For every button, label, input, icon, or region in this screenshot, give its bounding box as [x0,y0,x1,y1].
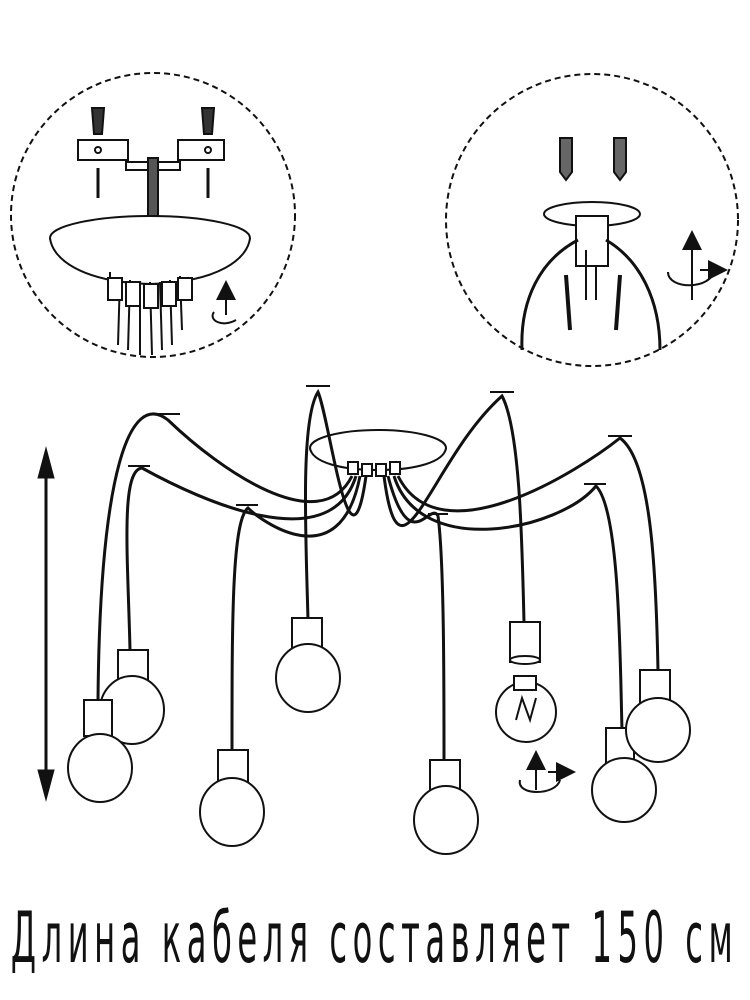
bulb [626,670,690,762]
double-arrow-vertical [38,448,54,800]
bulb-detached [496,676,556,742]
cable-length-caption: Длина кабеля составляет 150 см [0,888,750,988]
bulb [68,700,132,802]
bulb-socket-empty [510,622,540,664]
rotate-screw-icon [213,280,236,323]
wall-plug-icon [614,138,626,180]
screw-icon [92,108,104,134]
bulb [414,760,478,854]
right-mount-inset [446,74,738,366]
ceiling-hooks [128,386,632,514]
screw-icon [202,108,214,134]
screw-icon [566,275,570,330]
rotate-screw-icon [668,230,728,300]
bulb [276,618,340,712]
left-mount-inset [11,73,295,357]
bulb [200,750,264,846]
caption-text: Длина кабеля составляет 150 см [11,897,739,979]
rotate-screw-icon [520,750,576,792]
cables [98,392,658,760]
bulb [100,650,164,744]
spider-chandelier [68,386,690,854]
screw-icon [616,275,620,330]
wall-plug-icon [560,138,572,180]
